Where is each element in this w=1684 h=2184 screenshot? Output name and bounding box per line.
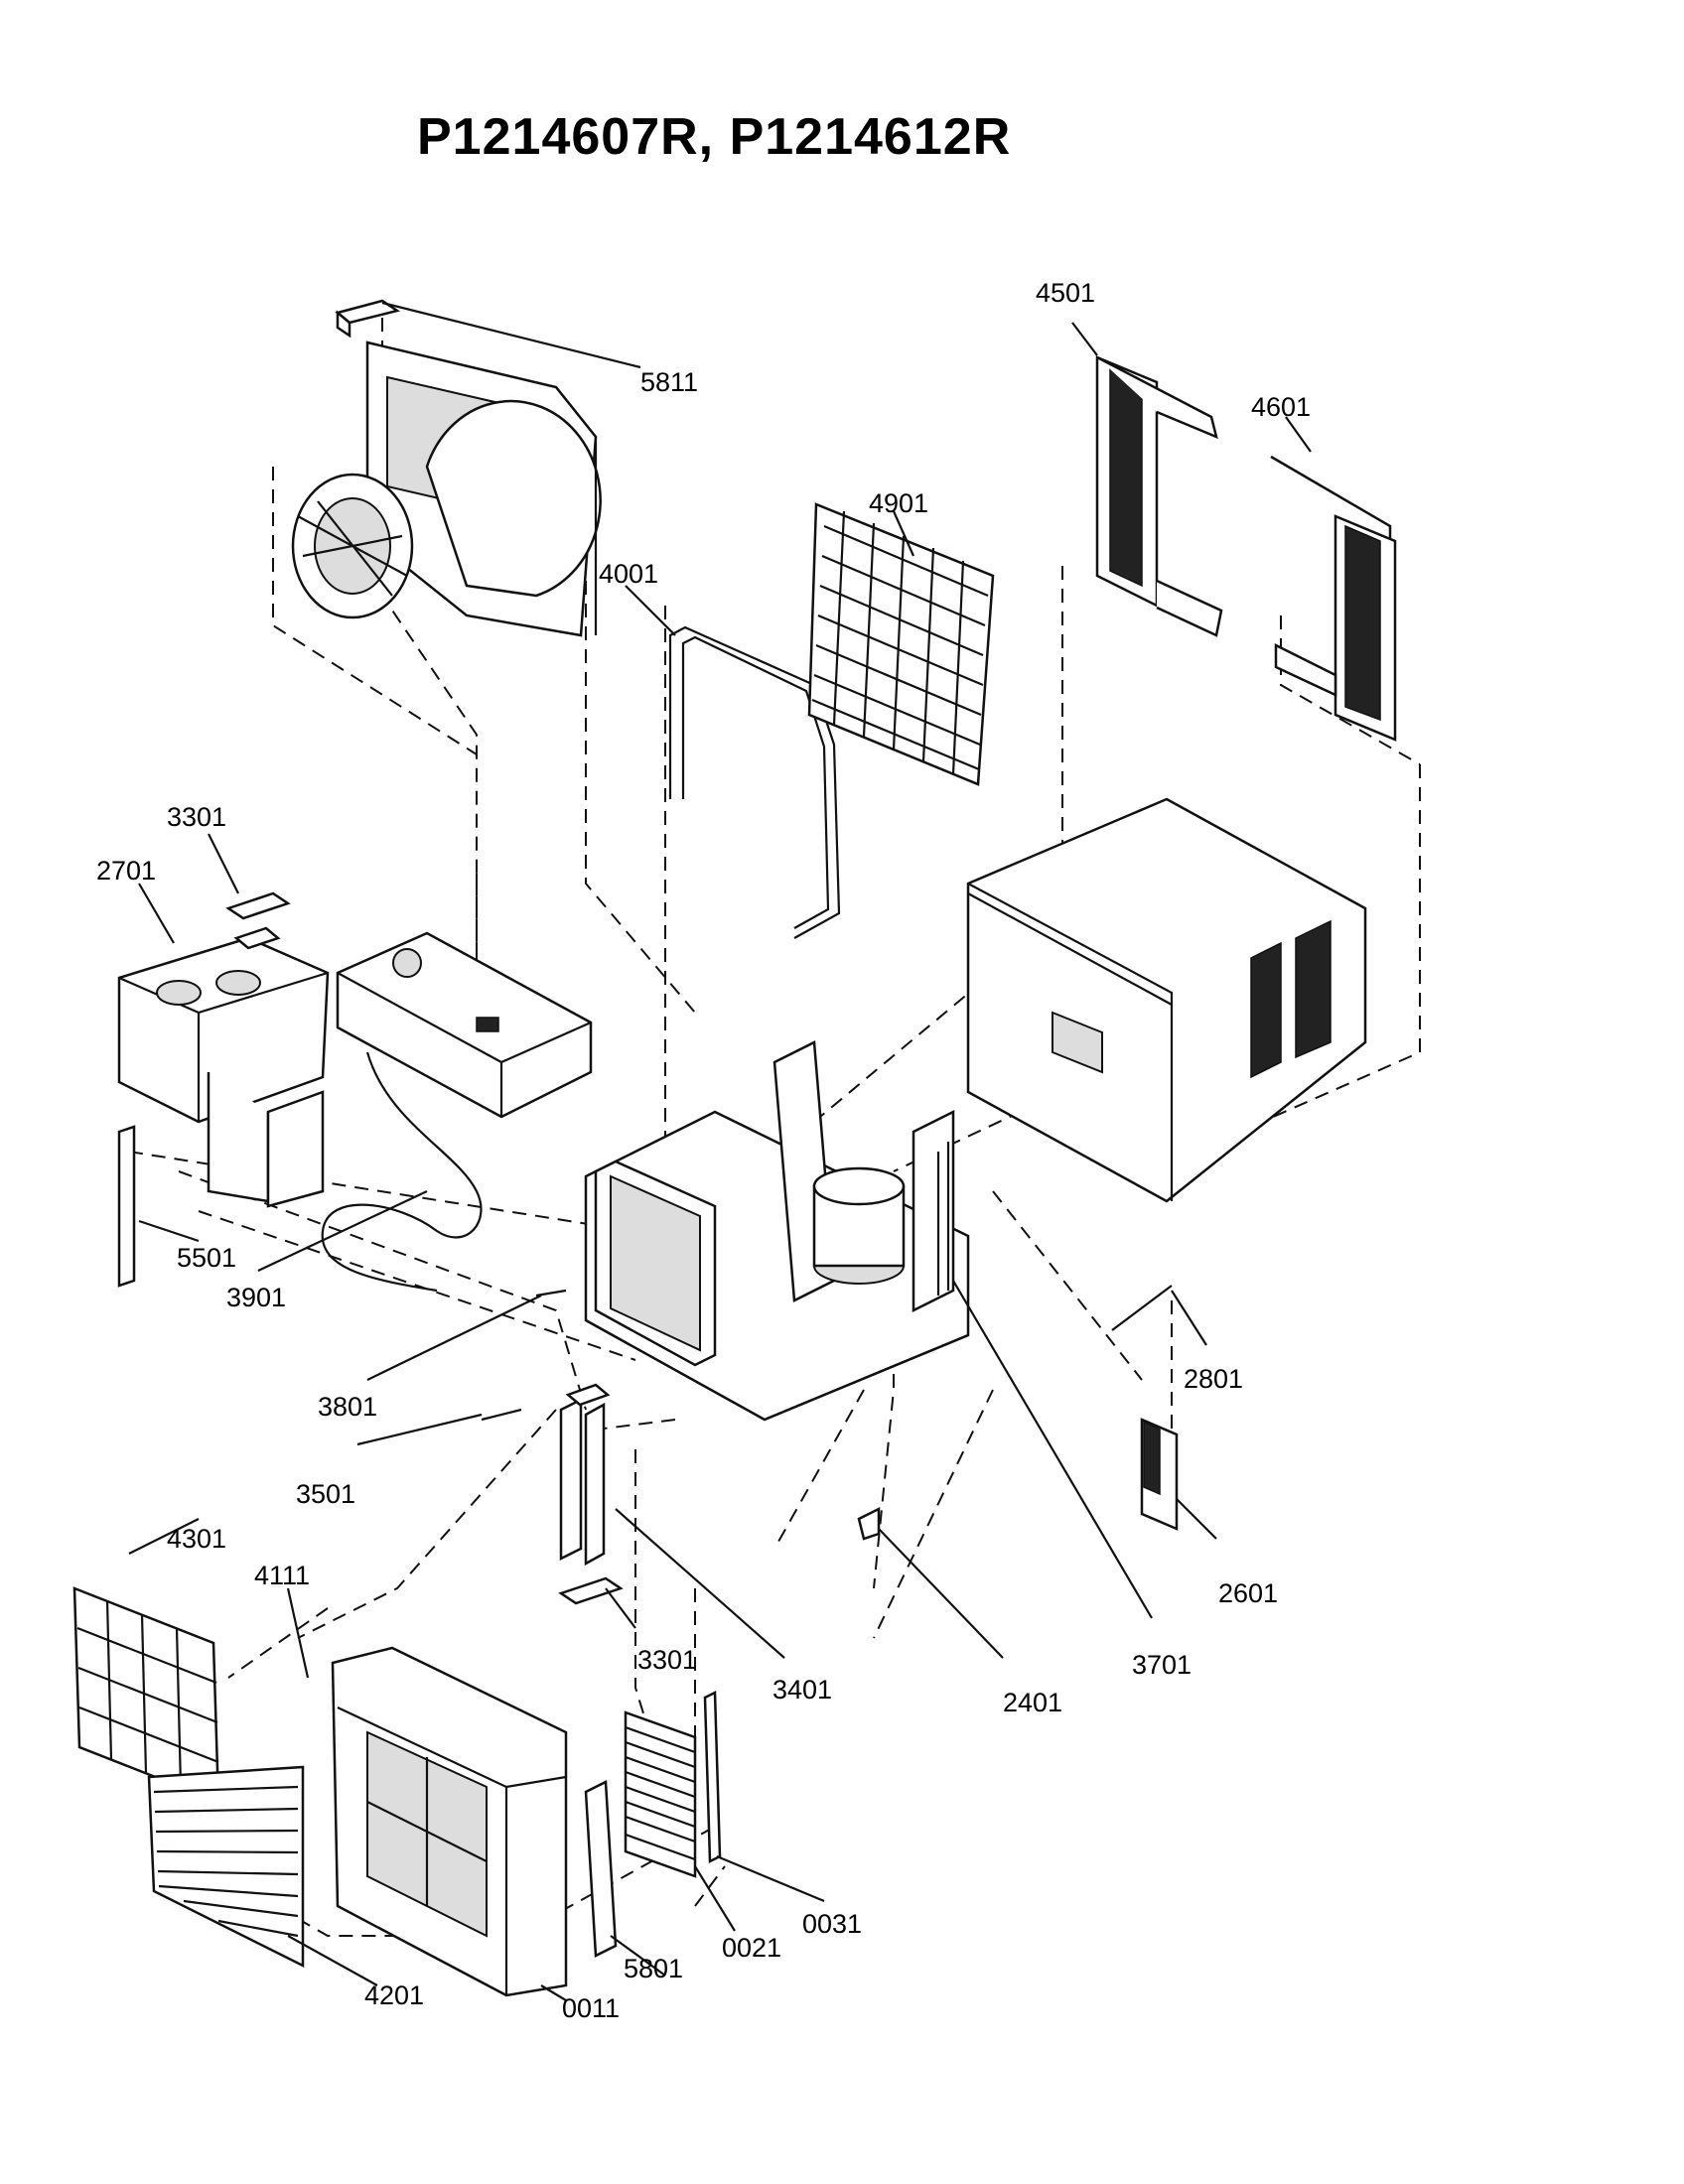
label-3701: 3701 bbox=[1132, 1650, 1193, 1680]
part-cabinet bbox=[966, 797, 1367, 1203]
part-chassis bbox=[584, 1040, 970, 1422]
label-3401: 3401 bbox=[772, 1675, 833, 1705]
part-2801-rod bbox=[1111, 1285, 1173, 1331]
label-4601: 4601 bbox=[1251, 392, 1312, 422]
label-4111: 4111 bbox=[254, 1561, 311, 1590]
label-3801: 3801 bbox=[318, 1392, 378, 1422]
label-3501: 3501 bbox=[296, 1479, 356, 1509]
label-4201: 4201 bbox=[364, 1980, 425, 2010]
part-control-panel bbox=[321, 931, 593, 1293]
part-4601-curtain bbox=[1270, 455, 1397, 742]
label-3301-top: 3301 bbox=[167, 802, 227, 832]
part-5811-cap bbox=[335, 299, 401, 339]
part-4201-grille bbox=[147, 1765, 305, 1969]
label-4001: 4001 bbox=[599, 559, 659, 589]
label-2401: 2401 bbox=[1003, 1688, 1063, 1717]
part-0031-rod bbox=[703, 1691, 722, 1863]
label-5811: 5811 bbox=[640, 367, 699, 397]
leader-lines bbox=[128, 301, 1312, 2001]
part-4301-filter bbox=[72, 1586, 220, 1804]
part-4501-curtain bbox=[1095, 355, 1223, 637]
part-3301-bottom-plate bbox=[558, 1576, 624, 1605]
label-3901: 3901 bbox=[226, 1283, 287, 1312]
label-3301-bottom: 3301 bbox=[637, 1645, 698, 1675]
label-5801: 5801 bbox=[624, 1954, 684, 1983]
label-2701: 2701 bbox=[96, 856, 157, 886]
label-2801: 2801 bbox=[1184, 1364, 1244, 1394]
part-0011-front-frame bbox=[331, 1646, 568, 1997]
part-2601-cover bbox=[1140, 1418, 1179, 1531]
part-2401-bracket bbox=[857, 1506, 881, 1541]
label-0011: 0011 bbox=[562, 1993, 621, 2023]
part-3401-coil bbox=[559, 1383, 611, 1567]
label-0021: 0021 bbox=[722, 1933, 782, 1963]
part-blower-assembly bbox=[291, 341, 602, 637]
part-5801-side-piece bbox=[584, 1780, 618, 1958]
part-0021-louvers bbox=[624, 1710, 697, 1878]
part-4901-mesh bbox=[807, 502, 995, 786]
part-screws bbox=[481, 1289, 567, 1422]
label-0031: 0031 bbox=[802, 1909, 863, 1939]
label-2601: 2601 bbox=[1218, 1578, 1279, 1608]
label-4301: 4301 bbox=[167, 1524, 227, 1554]
part-2701-control-box bbox=[117, 926, 330, 1208]
part-5501-strip bbox=[117, 1125, 136, 1288]
label-4501: 4501 bbox=[1036, 278, 1096, 308]
part-3301-top-plate bbox=[225, 891, 291, 920]
label-4901: 4901 bbox=[869, 488, 929, 518]
label-5501: 5501 bbox=[177, 1243, 237, 1273]
model-title: P1214607R, P1214612R bbox=[417, 108, 1012, 166]
